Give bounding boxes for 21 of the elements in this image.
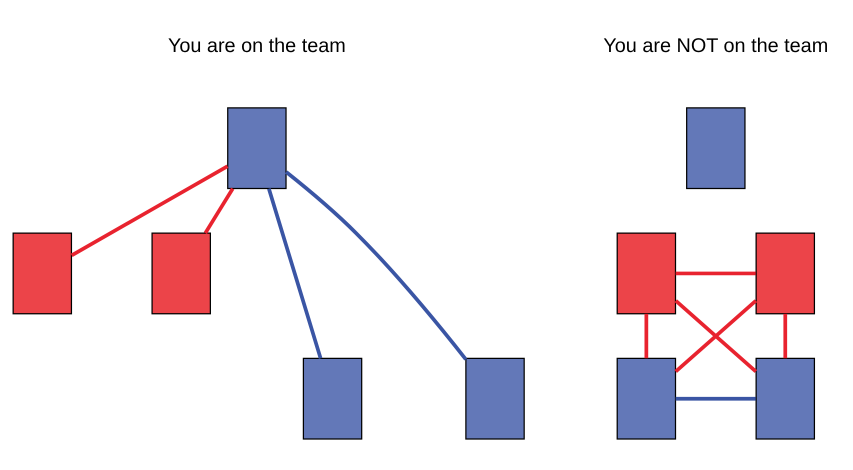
node-box bbox=[616, 358, 676, 440]
connector bbox=[204, 188, 234, 234]
label: You are on the team bbox=[168, 34, 346, 57]
connector bbox=[70, 164, 228, 258]
connector bbox=[783, 314, 788, 358]
connector bbox=[676, 396, 756, 401]
node-box bbox=[686, 107, 746, 190]
node-box bbox=[756, 358, 816, 440]
node-box bbox=[616, 232, 676, 314]
label: You are NOT on the team bbox=[603, 34, 828, 57]
node-box bbox=[465, 358, 525, 440]
node-box bbox=[302, 358, 362, 440]
connector bbox=[285, 170, 468, 361]
connector bbox=[674, 299, 758, 373]
connector bbox=[676, 272, 756, 276]
node-box bbox=[12, 232, 72, 314]
connector bbox=[644, 314, 648, 358]
connector bbox=[267, 188, 322, 359]
node-box bbox=[756, 232, 816, 314]
node-box bbox=[227, 107, 287, 190]
node-box bbox=[151, 232, 211, 314]
